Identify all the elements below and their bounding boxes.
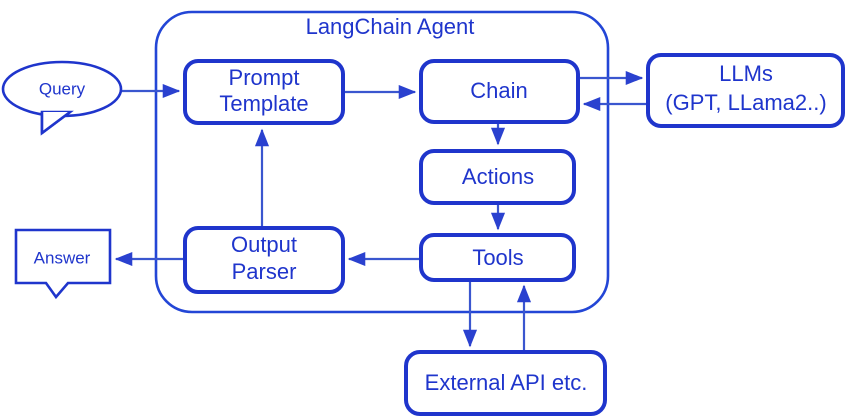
node-output-parser[interactable]: Output Parser xyxy=(183,226,345,294)
node-prompt-template[interactable]: Prompt Template xyxy=(183,59,345,125)
prompt-template-box xyxy=(183,59,345,125)
langchain-agent-group: LangChain Agent xyxy=(154,10,610,314)
query-label: Query xyxy=(39,79,86,98)
node-query[interactable]: Query xyxy=(1,60,123,136)
output-parser-label-line1: Output xyxy=(231,232,297,257)
node-chain[interactable]: Chain xyxy=(419,59,580,124)
langchain-agent-group-border xyxy=(154,10,610,314)
llms-label-line2: (GPT, LLama2..) xyxy=(665,90,826,115)
node-external-api[interactable]: External API etc. xyxy=(404,350,607,416)
prompt-template-label-line1: Prompt xyxy=(229,65,300,90)
external-api-box xyxy=(404,350,607,416)
llms-box xyxy=(646,53,845,128)
node-llms[interactable]: LLMs (GPT, LLama2..) xyxy=(646,53,845,128)
answer-label: Answer xyxy=(34,248,91,267)
tools-box xyxy=(419,233,576,282)
output-parser-label-line2: Parser xyxy=(232,259,297,284)
node-actions[interactable]: Actions xyxy=(419,149,576,205)
edge-layer xyxy=(114,70,648,352)
node-answer[interactable]: Answer xyxy=(14,228,112,300)
query-bubble-tail xyxy=(40,110,71,135)
actions-label: Actions xyxy=(462,164,534,189)
actions-box xyxy=(419,149,576,205)
answer-box xyxy=(14,228,112,300)
chain-label: Chain xyxy=(470,78,527,103)
output-parser-box xyxy=(183,226,345,294)
langchain-agent-group-label: LangChain Agent xyxy=(306,14,475,39)
chain-box xyxy=(419,59,580,124)
node-tools[interactable]: Tools xyxy=(419,233,576,282)
tools-label: Tools xyxy=(472,245,523,270)
prompt-template-label-line2: Template xyxy=(219,91,308,116)
external-api-label: External API etc. xyxy=(425,370,588,395)
llms-label-line1: LLMs xyxy=(719,61,773,86)
